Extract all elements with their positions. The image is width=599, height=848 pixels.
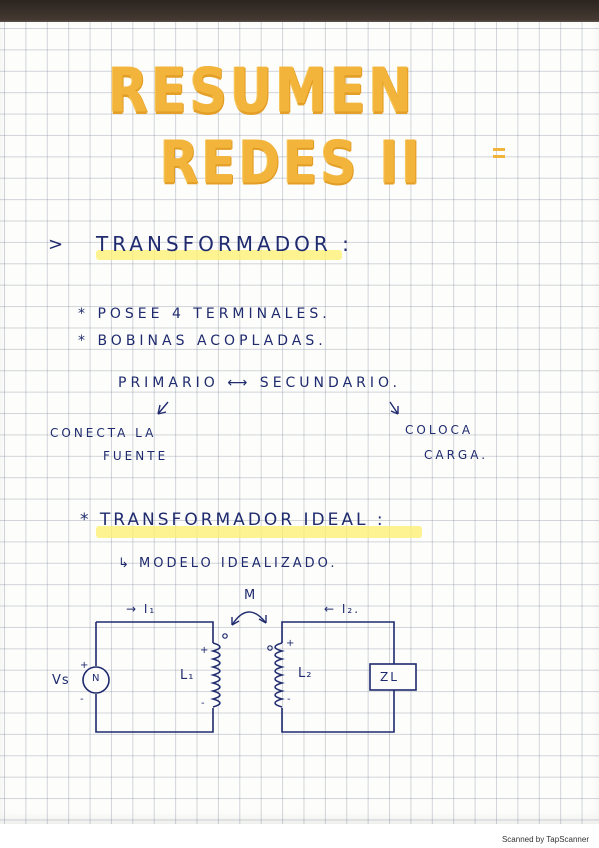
right-note-line-1: COLOCA <box>405 423 474 437</box>
section-heading: TRANSFORMADOR : <box>96 232 353 256</box>
source-label: Vs <box>52 673 70 688</box>
primario-secundario-row: PRIMARIO ⟷ SECUNDARIO. <box>118 375 401 391</box>
source-minus: - <box>80 694 87 705</box>
source-plus: + <box>80 660 92 671</box>
list-item: * POSEE 4 TERMINALES. <box>78 306 331 322</box>
coil-l1-plus: + <box>200 645 212 656</box>
right-note-line-2: CARGA. <box>424 448 489 462</box>
list-item: * BOBINAS ACOPLADAS. <box>78 333 327 349</box>
heading-highlight <box>96 526 422 538</box>
section-heading: * TRANSFORMADOR IDEAL : <box>80 510 386 530</box>
coil-l2-label: L₂ <box>298 666 313 681</box>
source-symbol: N <box>92 673 100 684</box>
section-bullet: > <box>48 234 67 255</box>
coil-l2-minus: - <box>287 694 294 705</box>
mutual-label: M <box>244 588 259 603</box>
title-line-1: RESUMEN <box>108 56 416 127</box>
title-colon-icon <box>493 148 505 158</box>
coil-l1-minus: - <box>201 698 208 709</box>
heading-highlight <box>96 250 342 260</box>
left-note-line-1: CONECTA LA <box>50 426 157 440</box>
title-line-2: REDES II <box>160 128 423 197</box>
left-note-line-2: FUENTE <box>103 449 169 463</box>
scanner-watermark: Scanned by TapScanner <box>501 835 589 844</box>
coil-l2-plus: + <box>286 638 298 649</box>
load-label: ZL <box>380 670 399 684</box>
current-i1-label: → I₁ <box>126 602 157 616</box>
coil-l1-label: L₁ <box>180 668 195 683</box>
current-i2-label: ← I₂. <box>324 602 361 616</box>
scan-footer: Scanned by TapScanner <box>0 824 599 848</box>
section-subline: ↳ MODELO IDEALIZADO. <box>118 556 338 571</box>
